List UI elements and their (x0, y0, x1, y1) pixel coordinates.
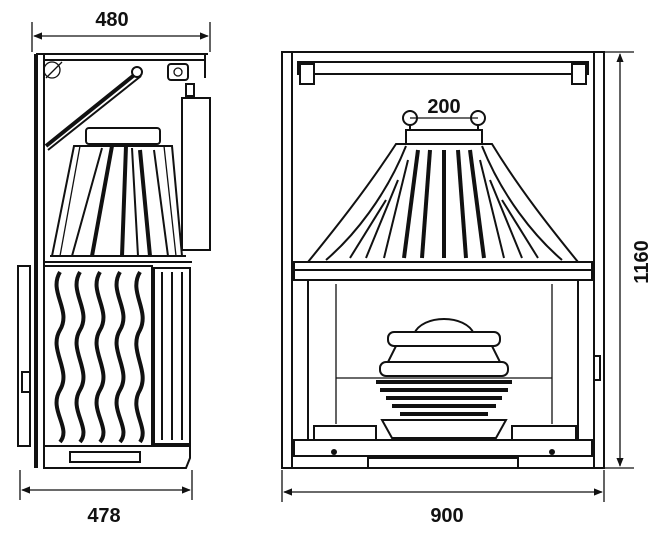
dimension-478: 478 (19, 470, 193, 527)
dimension-480: 480 (31, 9, 211, 52)
flue-collar: 200 (402, 96, 486, 145)
front-view: 200 (281, 51, 605, 469)
ash-tray (367, 457, 519, 469)
dim-label-1160: 1160 (631, 240, 653, 283)
hinge-icon (167, 63, 189, 81)
hearth-base (293, 439, 593, 457)
gear-icon (43, 61, 61, 79)
counterweight-panel (181, 97, 211, 251)
dim-label-200: 200 (427, 96, 460, 118)
dim-label-480: 480 (95, 9, 128, 31)
dim-label-478: 478 (87, 505, 120, 527)
side-hood-collar (85, 127, 161, 145)
side-hood (50, 145, 184, 257)
dim-label-900: 900 (430, 505, 463, 527)
hood-ribs (349, 149, 539, 259)
burner-assembly (376, 318, 512, 439)
side-view (17, 53, 211, 469)
dimension-900: 900 (281, 470, 605, 527)
top-rail (297, 61, 589, 75)
wave-pattern (54, 270, 145, 444)
